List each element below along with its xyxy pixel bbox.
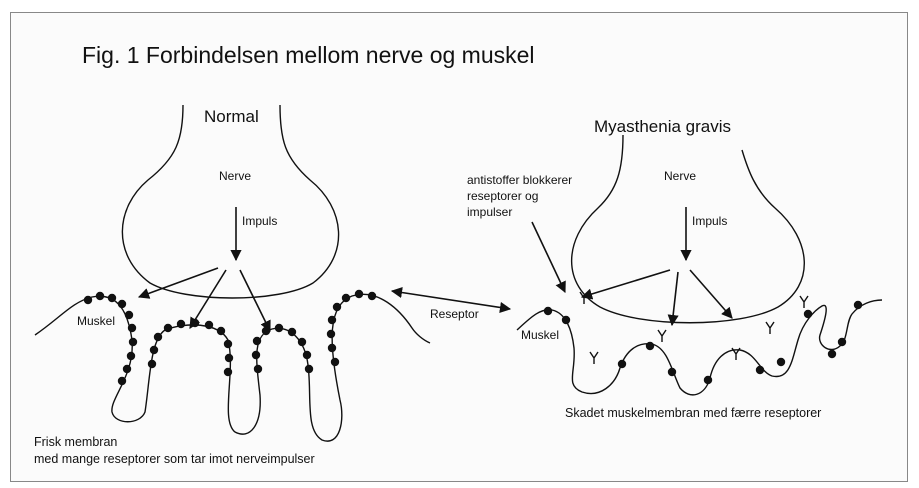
normal-nerve-label: Nerve [219,169,251,183]
receptor-label: Reseptor [430,307,479,321]
myasthenia-nerve-label: Nerve [664,169,696,183]
normal-branch-arrow-3 [240,270,270,331]
myasthenia-branch-arrow-2 [672,272,678,325]
myasthenia-muscle-label: Muskel [521,328,559,342]
antibody-label-line3: impulser [467,205,512,219]
normal-receptors [84,290,376,385]
myasthenia-branch-arrow-3 [690,270,732,318]
normal-impulse-label: Impuls [242,214,277,228]
normal-caption-line1: Frisk membran [34,435,117,449]
antibody-markers [580,292,808,364]
normal-heading: Normal [204,107,259,126]
myasthenia-branch-arrow-1 [582,270,670,297]
myasthenia-nerve-terminal [572,135,805,323]
antibody-label-line2: reseptorer og [467,189,538,203]
antibody-label-line1: antistoffer blokkerer [467,173,572,187]
antibody-arrow [532,222,565,292]
myasthenia-heading: Myasthenia gravis [594,117,731,136]
myasthenia-caption: Skadet muskelmembran med færre reseptore… [565,406,821,420]
normal-caption-line2: med mange reseptorer som tar imot nervei… [34,452,315,466]
figure-title: Fig. 1 Forbindelsen mellom nerve og musk… [82,42,535,68]
normal-nerve-terminal [122,105,338,298]
myasthenia-impulse-label: Impuls [692,214,727,228]
normal-muscle-label: Muskel [77,314,115,328]
myasthenia-muscle-membrane [517,300,882,395]
myasthenia-receptors [544,301,862,384]
